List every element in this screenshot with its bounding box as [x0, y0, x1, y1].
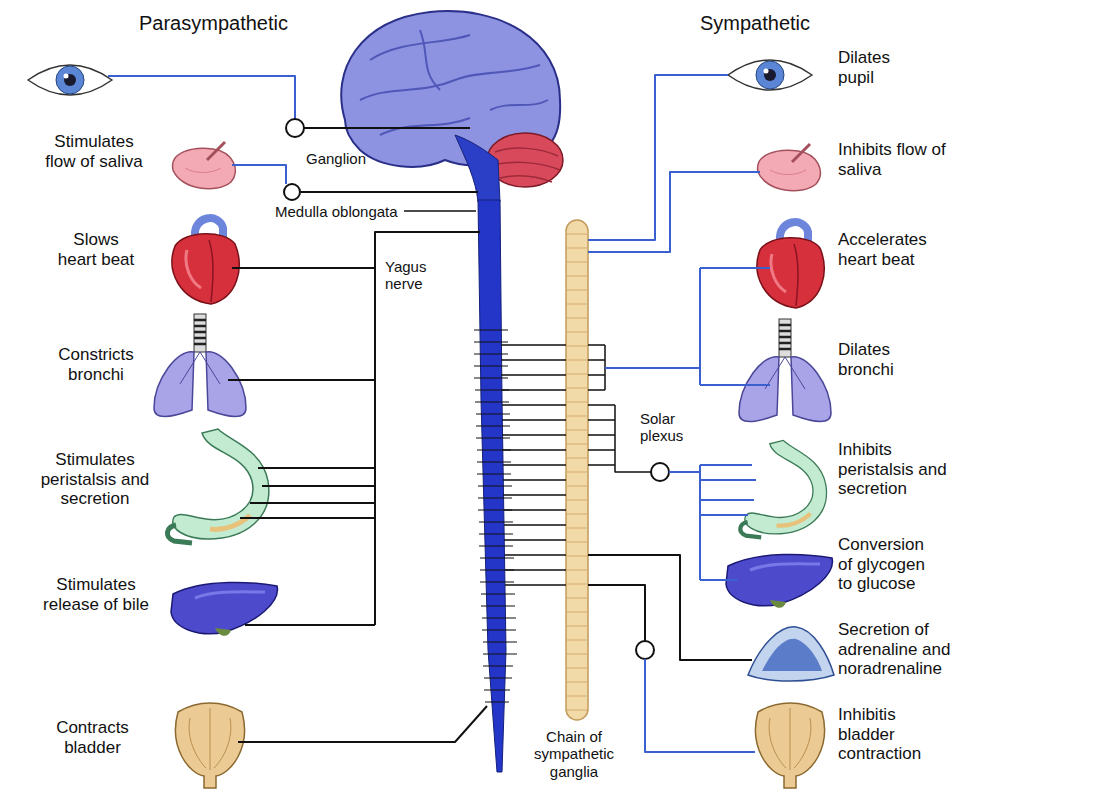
nerve-adrenal [588, 555, 752, 660]
nerve-eye-pre [304, 127, 470, 129]
structure-label: Ganglion [306, 150, 366, 167]
spinal-ticks [474, 330, 517, 702]
structure-label: Solar plexus [640, 410, 698, 445]
salivary-gland [173, 142, 236, 189]
effect-label: Stimulates flow of saliva [40, 132, 148, 171]
lungs [739, 319, 831, 422]
structure-label: Yagus nerve [385, 258, 440, 293]
solar-plexus-symbol [651, 463, 669, 481]
vagus-branches [228, 268, 375, 625]
sympathetic-chain [566, 220, 588, 720]
section-heading: Parasympathetic [136, 12, 291, 35]
effect-label: Constricts bronchi [50, 345, 142, 384]
heart [172, 218, 239, 304]
eye [28, 65, 112, 95]
brain-folds [360, 30, 548, 135]
adrenal-gland [748, 627, 834, 681]
effect-label: Stimulates release of bile [40, 575, 152, 614]
eye [728, 60, 812, 90]
nerve-bladder-post [645, 659, 755, 752]
nerve-saliva [588, 172, 760, 252]
nerve-eye-post [108, 76, 295, 119]
ganglion-symbol [636, 641, 654, 659]
stomach [740, 440, 826, 537]
lungs [154, 314, 246, 417]
chain-segments [567, 234, 587, 710]
structure-label: Chain of sympathetic ganglia [524, 728, 624, 780]
structure-label: Medulla oblongata [272, 203, 401, 220]
section-heading: Sympathetic [697, 12, 813, 35]
salivary-gland [758, 144, 821, 191]
nerve-bladder [238, 706, 487, 742]
effect-label: Stimulates peristalsis and secretion [40, 450, 150, 509]
effect-label: Dilates bronchi [838, 340, 918, 379]
vagus-nerve [375, 232, 480, 625]
nerve-cardiac-post [605, 268, 770, 385]
nerve-eye [588, 75, 728, 240]
bladder [175, 703, 244, 788]
liver [171, 582, 277, 635]
nerve-saliva-post [232, 165, 286, 184]
effect-label: Inhibits flow of saliva [838, 140, 953, 179]
effect-label: Slows heart beat [55, 230, 137, 269]
effect-label: Accelerates heart beat [838, 230, 948, 269]
ganglion-symbol [286, 119, 304, 137]
stomach [167, 429, 268, 543]
effect-label: Contracts bladder [50, 718, 135, 757]
heart [757, 222, 824, 308]
effect-label: Secretion of adrenaline and noradrenalin… [838, 620, 968, 679]
liver [726, 554, 832, 607]
bladder [755, 703, 824, 788]
ganglion-symbol [284, 184, 300, 200]
cerebellum-folds [492, 148, 560, 182]
nerve-solar-post [669, 465, 756, 580]
cord-to-chain [501, 345, 566, 585]
effect-label: Inhibitis bladder contraction [838, 705, 938, 764]
nerve-cardiac-pre [588, 345, 605, 390]
nerve-saliva-pre [300, 191, 478, 193]
effect-label: Inhibits peristalsis and secretion [838, 440, 956, 499]
medulla-leader [404, 210, 476, 212]
effect-label: Conversion of glycogen to glucose [838, 535, 938, 594]
nerve-bladder-pre [588, 585, 645, 641]
effect-label: Dilates pupil [838, 48, 918, 87]
